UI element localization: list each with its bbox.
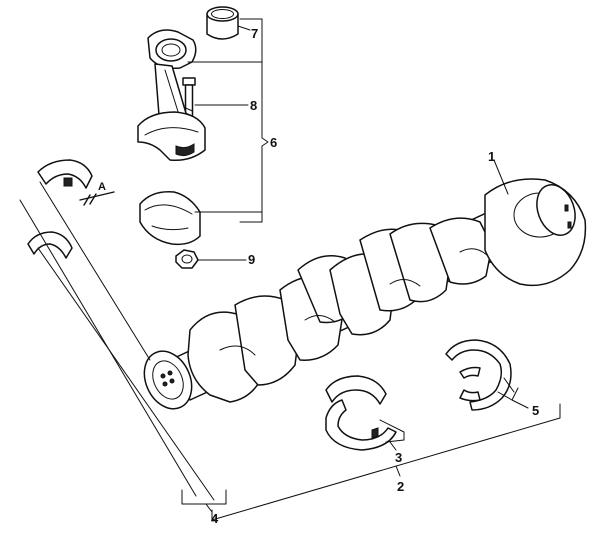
bearing-shell-part-4-lower <box>27 231 73 259</box>
rod-cap <box>139 191 201 246</box>
callout-8: 8 <box>250 98 257 113</box>
leader-lines <box>19 18 561 521</box>
callout-7: 7 <box>251 26 258 41</box>
bearing-shell-part-3-lower <box>325 399 397 451</box>
crankshaft-part-1 <box>143 178 587 410</box>
callout-4: 4 <box>211 511 219 526</box>
callout-1: 1 <box>488 149 495 164</box>
callout-9: 9 <box>248 252 255 267</box>
nut-part-9 <box>175 249 199 269</box>
callout-2: 2 <box>397 479 404 494</box>
callout-6: 6 <box>270 135 277 150</box>
connecting-rod-part-6 <box>137 29 206 162</box>
thrust-washer-part-5 <box>445 339 512 411</box>
bushing-part-7 <box>206 6 239 40</box>
bearing-shell-part-3-upper <box>325 375 387 405</box>
callout-a: A <box>98 181 106 193</box>
callout-3: 3 <box>395 450 402 465</box>
detail-a-indicator <box>79 191 115 206</box>
callout-5: 5 <box>532 403 539 418</box>
bearing-shell-part-4-upper <box>37 159 93 189</box>
